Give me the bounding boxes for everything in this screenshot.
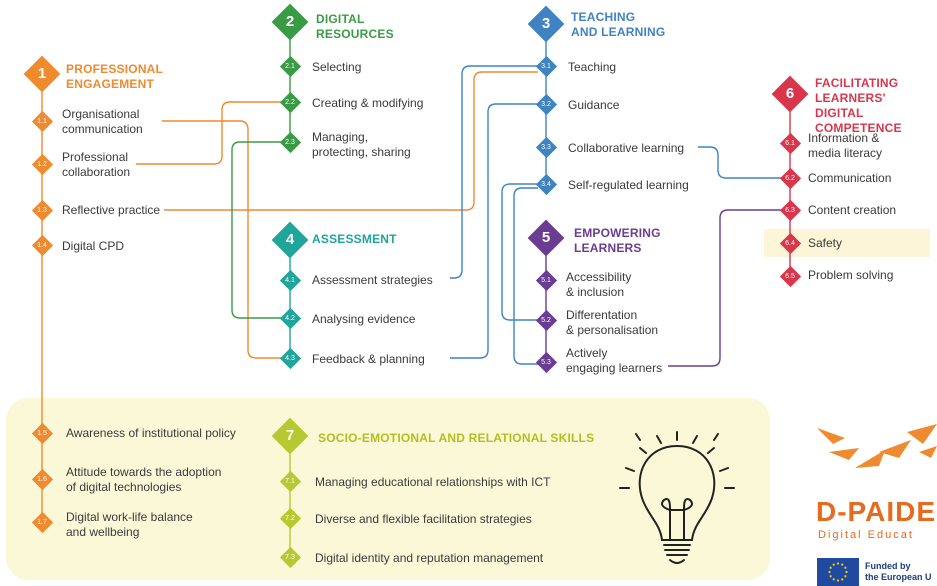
area-3-title: TEACHING AND LEARNING bbox=[571, 10, 666, 39]
item-6-1-code: 6.1 bbox=[785, 139, 795, 147]
item-1-4-label: Digital CPD bbox=[62, 239, 125, 253]
item-6-2-code: 6.2 bbox=[785, 174, 795, 182]
area-2-number: 2 bbox=[285, 13, 295, 30]
link-3.4-5.3 bbox=[513, 187, 538, 365]
item-4-3-code: 4.3 bbox=[285, 354, 295, 362]
eu-flag-icon bbox=[817, 558, 859, 586]
item-1-2-code: 1.2 bbox=[37, 160, 47, 168]
link-5.3-6.3 bbox=[668, 209, 782, 367]
socio-emotional-panel bbox=[6, 398, 770, 580]
area-1-number: 1 bbox=[37, 65, 47, 82]
area-5-number: 5 bbox=[541, 229, 551, 246]
item-1-1-code: 1.1 bbox=[37, 117, 47, 125]
item-7-3-code: 7.3 bbox=[285, 553, 295, 561]
item-3-4-label: Self-regulated learning bbox=[568, 178, 689, 192]
link-2.3-4.2 bbox=[231, 141, 282, 319]
item-1-4-code: 1.4 bbox=[37, 241, 47, 249]
area-7-title: SOCIO-EMOTIONAL AND RELATIONAL SKILLS bbox=[318, 431, 595, 445]
item-1-5-code: 1.5 bbox=[37, 429, 47, 437]
item-1-1-label: Organisational communication bbox=[62, 107, 143, 136]
item-3-1-code: 3.1 bbox=[541, 62, 551, 70]
area-3-number: 3 bbox=[541, 15, 551, 32]
area-2-title: DIGITAL RESOURCES bbox=[316, 12, 394, 41]
item-5-2-label: Differentation & personalisation bbox=[566, 308, 659, 337]
eu-funding-text: Funded by the European U bbox=[865, 561, 932, 582]
item-1-2-label: Professional collaboration bbox=[62, 150, 131, 179]
item-5-1-code: 5.1 bbox=[541, 276, 551, 284]
item-6-2-label: Communication bbox=[808, 171, 892, 185]
link-3.4-5.2 bbox=[501, 183, 538, 321]
item-1-6-code: 1.6 bbox=[37, 475, 47, 483]
item-2-1-code: 2.1 bbox=[285, 62, 295, 70]
area-4-title: ASSESSMENT bbox=[312, 232, 397, 246]
item-2-1-label: Selecting bbox=[312, 60, 362, 74]
link-1.3-3.1 bbox=[164, 71, 538, 211]
logo-tagline: Digital Educat bbox=[818, 529, 914, 541]
area-1-title: PROFESSIONAL ENGAGEMENT bbox=[66, 62, 164, 91]
item-4-1-label: Assessment strategies bbox=[312, 273, 433, 287]
logo-name: D-PAIDEI bbox=[816, 496, 937, 527]
item-6-1-label: Information & media literacy bbox=[808, 131, 883, 160]
link-1.1-4.3 bbox=[162, 120, 282, 359]
item-6-5-code: 6.5 bbox=[785, 272, 795, 280]
item-4-2-label: Analysing evidence bbox=[312, 312, 416, 326]
item-3-3-code: 3.3 bbox=[541, 143, 551, 151]
item-1-7-code: 1.7 bbox=[37, 518, 47, 526]
item-1-5-label: Awareness of institutional policy bbox=[66, 426, 236, 440]
item-4-2-code: 4.2 bbox=[285, 314, 295, 322]
item-5-3-label: Actively engaging learners bbox=[566, 346, 663, 375]
item-7-2-label: Diverse and flexible facilitation strate… bbox=[315, 512, 532, 526]
lightbulb-icon bbox=[619, 431, 735, 564]
item-4-1-code: 4.1 bbox=[285, 276, 295, 284]
area-6-title: FACILITATING LEARNERS' DIGITAL COMPETENC… bbox=[815, 76, 902, 135]
item-3-3-label: Collaborative learning bbox=[568, 141, 685, 155]
item-3-2-label: Guidance bbox=[568, 98, 620, 112]
item-1-3-code: 1.3 bbox=[37, 206, 47, 214]
item-1-6-label: Attitude towards the adoption of digital… bbox=[66, 465, 222, 494]
area-5-title: EMPOWERING LEARNERS bbox=[574, 226, 661, 255]
item-1-3-label: Reflective practice bbox=[62, 203, 161, 217]
link-3.1-4.1 bbox=[450, 65, 538, 279]
item-6-3-code: 6.3 bbox=[785, 206, 795, 214]
item-2-2-code: 2.2 bbox=[285, 98, 295, 106]
area-4-number: 4 bbox=[285, 231, 295, 248]
item-3-1-label: Teaching bbox=[568, 60, 617, 74]
item-6-4-label: Safety bbox=[808, 236, 843, 250]
item-7-1-code: 7.1 bbox=[285, 477, 295, 485]
area-6-number: 6 bbox=[785, 85, 795, 102]
link-3.2-4.3 bbox=[450, 103, 538, 359]
item-6-5-label: Problem solving bbox=[808, 268, 894, 282]
item-3-2-code: 3.2 bbox=[541, 100, 551, 108]
item-5-1-label: Accessibility & inclusion bbox=[566, 270, 632, 299]
item-3-4-code: 3.4 bbox=[541, 180, 551, 188]
item-6-3-label: Content creation bbox=[808, 203, 897, 217]
item-6-4-code: 6.4 bbox=[785, 239, 795, 247]
link-3.3-6.2 bbox=[698, 146, 782, 179]
item-2-3-code: 2.3 bbox=[285, 138, 295, 146]
item-7-1-label: Managing educational relationships with … bbox=[315, 475, 551, 489]
item-4-3-label: Feedback & planning bbox=[312, 352, 425, 366]
item-2-2-label: Creating & modifying bbox=[312, 96, 424, 110]
item-1-7-label: Digital work-life balance and wellbeing bbox=[66, 510, 193, 539]
item-5-3-code: 5.3 bbox=[541, 358, 551, 366]
link-1.2-2.2 bbox=[136, 101, 282, 165]
item-7-2-code: 7.2 bbox=[285, 514, 295, 522]
item-5-2-code: 5.2 bbox=[541, 316, 551, 324]
item-7-3-label: Digital identity and reputation manageme… bbox=[315, 551, 544, 565]
area-7-number: 7 bbox=[285, 427, 295, 444]
item-2-3-label: Managing, protecting, sharing bbox=[312, 130, 411, 159]
d-paideia-logo bbox=[817, 424, 937, 468]
